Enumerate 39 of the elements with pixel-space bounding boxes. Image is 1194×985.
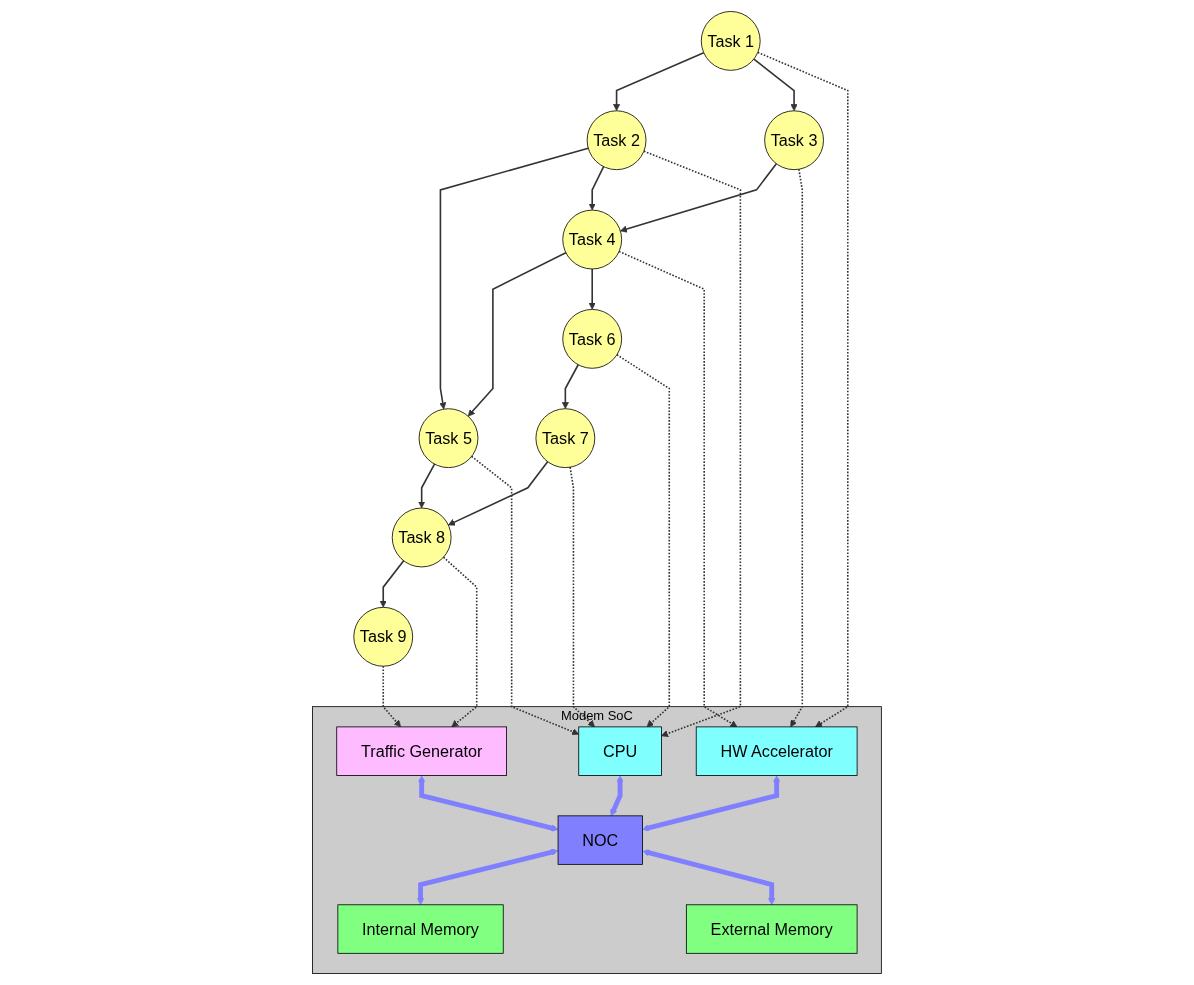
node-box: Internal Memory xyxy=(337,904,504,954)
arrow xyxy=(442,556,478,728)
node-circle: Task 5 xyxy=(418,408,479,468)
node-box: External Memory xyxy=(686,904,858,954)
node-box: Traffic Generator xyxy=(336,726,508,776)
arrow xyxy=(588,165,605,211)
arrow xyxy=(379,559,405,608)
arrow xyxy=(470,455,580,736)
node-box: HW Accelerator xyxy=(695,726,858,776)
arrow xyxy=(561,363,580,410)
arrow xyxy=(610,775,624,817)
arrow xyxy=(790,168,804,728)
node-circle: Task 4 xyxy=(562,209,623,270)
arrow xyxy=(418,775,559,832)
arrow xyxy=(418,463,436,509)
arrow xyxy=(643,150,742,737)
arrow xyxy=(467,251,567,417)
arrow xyxy=(448,460,549,526)
arrow xyxy=(757,51,849,728)
arrow xyxy=(642,775,781,832)
arrow xyxy=(588,268,596,310)
arrow xyxy=(620,162,778,233)
node-circle: Task 9 xyxy=(353,606,414,667)
node-circle: Task 3 xyxy=(764,110,824,171)
node-circle: Task 7 xyxy=(535,408,596,468)
arrow xyxy=(753,58,798,112)
node-circle: Task 6 xyxy=(562,309,623,369)
node-circle: Task 1 xyxy=(700,11,761,71)
node-circle: Task 8 xyxy=(391,507,452,568)
node-circle: Task 2 xyxy=(586,110,647,171)
node-box: NOC xyxy=(557,815,643,865)
arrow xyxy=(439,147,590,410)
arrow xyxy=(642,849,776,906)
arrow xyxy=(613,51,705,112)
arrow xyxy=(618,250,738,728)
node-box: CPU xyxy=(578,726,662,776)
arrow xyxy=(417,848,559,906)
arrow xyxy=(569,466,596,728)
arrow xyxy=(616,354,671,728)
